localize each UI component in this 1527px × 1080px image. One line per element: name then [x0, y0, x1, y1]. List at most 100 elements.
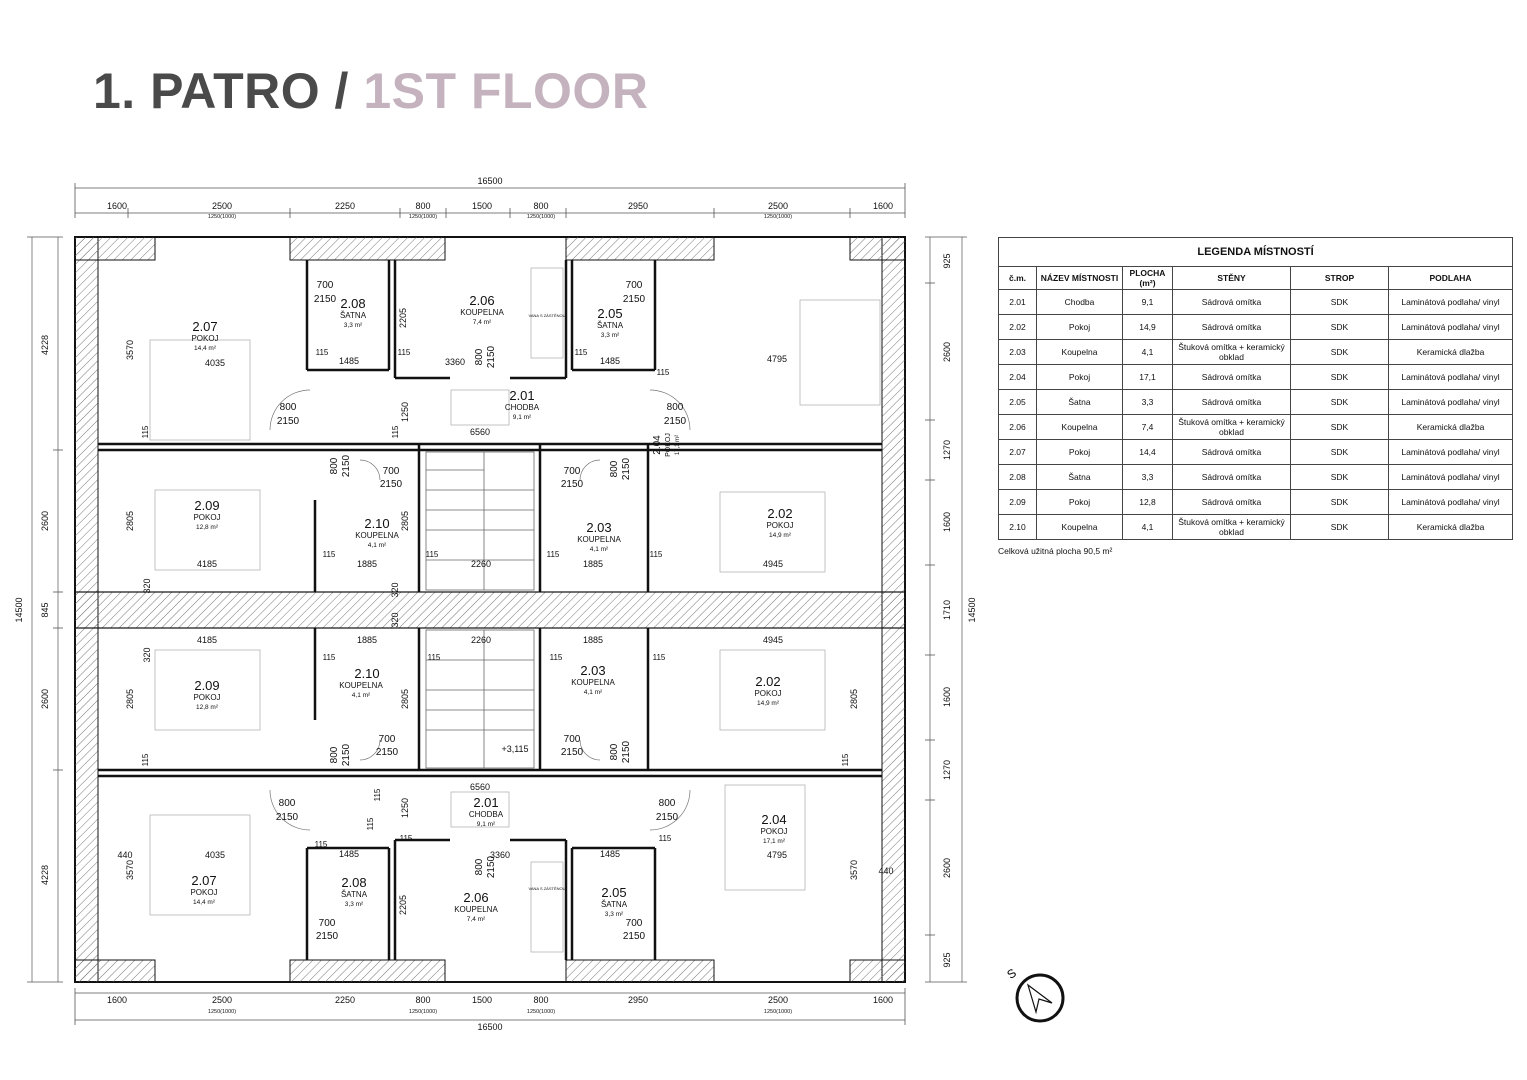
door-width: 800	[329, 746, 340, 763]
dim-top: 1600	[873, 201, 893, 211]
page-title: 1. PATRO / 1ST FLOOR	[93, 62, 648, 120]
room-name: KOUPELNA	[571, 678, 615, 687]
inner-dim: 3360	[445, 357, 465, 367]
legend-cell: Laminátová podlaha/ vinyl	[1387, 439, 1514, 465]
room-number: 2.03	[580, 663, 605, 678]
inner-dim: 2805	[849, 689, 859, 709]
legend-cell: 2.01	[998, 289, 1037, 315]
legend-cell: Sádrová omítka	[1172, 389, 1291, 415]
inner-dim: 320	[142, 578, 152, 593]
room-name: POKOJ	[760, 827, 787, 836]
room-area: 17,1 m²	[675, 435, 681, 455]
room-area: 12,8 m²	[196, 704, 219, 711]
door-height: 2150	[380, 479, 403, 490]
dim-top: 2250	[335, 201, 355, 211]
legend-cell: 2.10	[998, 514, 1037, 540]
dim-top: 800	[533, 201, 548, 211]
inner-dim: 1250	[400, 798, 410, 818]
inner-dim: 1885	[357, 559, 377, 569]
inner-dim: 6560	[470, 427, 490, 437]
inner-dim: 2805	[400, 689, 410, 709]
window-dim: 1250(1000)	[527, 214, 555, 220]
legend-cell: Šatna	[1036, 464, 1123, 490]
legend-cell: Keramická dlažba	[1387, 339, 1514, 365]
room-area: 3,3 m²	[344, 322, 363, 329]
room-area: 9,1 m²	[513, 414, 532, 421]
inner-dim: 3570	[849, 860, 859, 880]
room-name: POKOJ	[193, 693, 220, 702]
dim-left: 845	[40, 602, 50, 617]
inner-dim: 2805	[125, 689, 135, 709]
title-main: 1. PATRO /	[93, 63, 349, 119]
room-number: 2.06	[469, 293, 494, 308]
room-number: 2.04	[761, 812, 786, 827]
room-area: 4,1 m²	[368, 542, 387, 549]
room-area: 17,1 m²	[763, 838, 786, 845]
room-number: 2.09	[194, 678, 219, 693]
legend-cell: 4,1	[1122, 339, 1173, 365]
door-width: 700	[626, 918, 643, 929]
window-dim: 1250(1000)	[764, 1009, 792, 1015]
door-width: 800	[667, 402, 684, 413]
inner-dim: 4035	[205, 850, 225, 860]
door-width: 700	[626, 280, 643, 291]
dim-right: 1600	[942, 512, 952, 532]
window-dim: 1250(1000)	[764, 214, 792, 220]
room-name: CHODBA	[469, 810, 504, 819]
door-width: 800	[474, 858, 485, 875]
inner-dim: 4035	[205, 358, 225, 368]
staircase	[425, 451, 535, 769]
legend-header-cell: PODLAHA	[1387, 266, 1514, 290]
room-area: 14,4 m²	[194, 345, 217, 352]
room-name: ŠATNA	[340, 311, 367, 320]
legend-cell: Sádrová omítka	[1172, 314, 1291, 340]
room-number: 2.08	[340, 296, 365, 311]
bathtub-label: VANA S ZÁSTĚNOU	[528, 313, 565, 318]
dim-bottom: 800	[533, 995, 548, 1005]
legend-cell: SDK	[1290, 489, 1389, 515]
room-number: 2.05	[601, 885, 626, 900]
legend-cell: SDK	[1290, 364, 1389, 390]
room-number: 2.06	[463, 890, 488, 905]
dim-bottom: 1500	[472, 995, 492, 1005]
legend-header-cell: PLOCHA (m²)	[1122, 266, 1173, 290]
door-swings	[269, 389, 691, 831]
legend-cell: 4,1	[1122, 514, 1173, 540]
legend-cell: Laminátová podlaha/ vinyl	[1387, 464, 1514, 490]
door-height: 2150	[656, 812, 679, 823]
room-number: 2.07	[191, 873, 216, 888]
room-area: 3,3 m²	[345, 901, 364, 908]
door-width: 700	[564, 466, 581, 477]
legend-cell: Sádrová omítka	[1172, 489, 1291, 515]
room-name: POKOJ	[190, 888, 217, 897]
room-area: 9,1 m²	[477, 821, 496, 828]
legend-cell: Laminátová podlaha/ vinyl	[1387, 364, 1514, 390]
compass-label: S	[1004, 966, 1019, 982]
legend-cell: Keramická dlažba	[1387, 414, 1514, 440]
room-number: 2.07	[192, 319, 217, 334]
legend-cell: Laminátová podlaha/ vinyl	[1387, 314, 1514, 340]
compass: S	[1004, 966, 1065, 1023]
inner-dim: 115	[391, 425, 400, 438]
door-height: 2150	[561, 747, 584, 758]
inner-dim: 115	[316, 348, 329, 357]
inner-dim: 115	[373, 788, 382, 801]
dim-bottom: 2500	[768, 995, 788, 1005]
dim-left: 2600	[40, 511, 50, 531]
inner-dim: 2205	[398, 895, 408, 915]
door-width: 800	[659, 798, 676, 809]
legend-header-cell: STĚNY	[1172, 266, 1291, 290]
room-area: 12,8 m²	[196, 524, 219, 531]
dim-left: 4228	[40, 865, 50, 885]
legend-cell: SDK	[1290, 414, 1389, 440]
legend-cell: 3,3	[1122, 464, 1173, 490]
room-name: POKOJ	[193, 513, 220, 522]
door-height: 2150	[341, 454, 352, 477]
inner-dim: 4795	[767, 354, 787, 364]
room-area: 3,3 m²	[605, 911, 624, 918]
door-width: 700	[564, 734, 581, 745]
